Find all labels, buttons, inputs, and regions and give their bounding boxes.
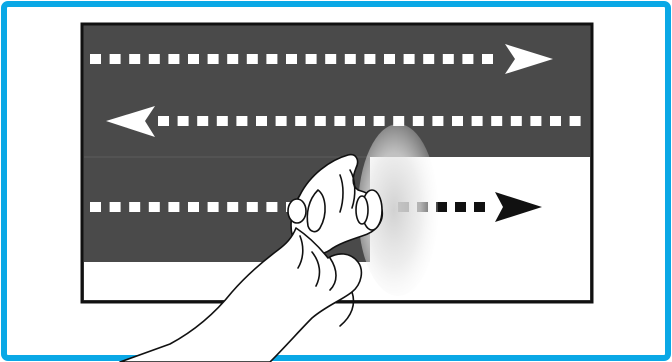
dash-mark: [266, 54, 278, 64]
dash-mark: [188, 54, 199, 64]
dash-mark: [344, 54, 356, 64]
dash-mark: [491, 116, 503, 126]
arrow-left-icon: [106, 106, 155, 137]
dash-mark: [412, 116, 424, 126]
dash-mark: [109, 202, 121, 212]
dash-mark: [227, 54, 239, 64]
dash-mark: [334, 116, 346, 126]
dash-mark: [569, 116, 581, 126]
dash-mark: [354, 116, 365, 126]
dash-mark: [436, 202, 447, 212]
dash-mark: [168, 54, 180, 64]
dash-mark: [168, 202, 180, 212]
dash-mark: [197, 116, 209, 126]
dash-mark: [403, 54, 415, 64]
dash-mark: [148, 202, 160, 212]
dash-mark: [432, 116, 444, 126]
arrow-right-icon: [495, 192, 542, 222]
dash-mark: [373, 116, 385, 126]
dash-mark: [393, 116, 405, 126]
dash-mark: [227, 202, 239, 212]
dash-mark: [442, 54, 454, 64]
dash-mark: [158, 116, 169, 126]
dash-mark: [207, 202, 219, 212]
dash-mark: [530, 116, 542, 126]
dash-mark: [474, 202, 485, 212]
dash-mark: [129, 202, 141, 212]
dash-mark: [462, 54, 474, 64]
spray-bottle-icon: [287, 153, 384, 256]
dash-mark: [286, 54, 297, 64]
dash-mark: [482, 54, 493, 64]
dash-mark: [207, 54, 219, 64]
dash-mark: [325, 54, 337, 64]
dash-mark: [423, 54, 435, 64]
dash-mark: [236, 116, 248, 126]
dash-mark: [364, 54, 376, 64]
spray-mist-icon: [358, 124, 438, 296]
dash-mark: [90, 54, 101, 64]
dash-mark: [305, 54, 317, 64]
dash-mark: [452, 116, 463, 126]
dash-mark: [129, 54, 141, 64]
middle-dash-row: [106, 106, 581, 137]
dash-mark: [275, 116, 287, 126]
dash-mark: [266, 202, 278, 212]
dash-mark: [148, 54, 160, 64]
dash-mark: [471, 116, 483, 126]
dash-mark: [256, 116, 267, 126]
dash-mark: [314, 116, 326, 126]
dash-mark: [246, 202, 258, 212]
dash-mark: [188, 202, 199, 212]
top-dash-row: [90, 44, 553, 74]
dash-mark: [510, 116, 522, 126]
dash-mark: [295, 116, 307, 126]
dash-mark: [455, 202, 466, 212]
hand-icon: [119, 227, 363, 362]
dash-mark: [384, 54, 395, 64]
dash-mark: [246, 54, 258, 64]
dash-mark: [109, 54, 121, 64]
arrow-right-icon: [505, 44, 553, 74]
dash-mark: [550, 116, 561, 126]
dash-mark: [177, 116, 189, 126]
dash-mark: [90, 202, 101, 212]
dash-mark: [216, 116, 228, 126]
